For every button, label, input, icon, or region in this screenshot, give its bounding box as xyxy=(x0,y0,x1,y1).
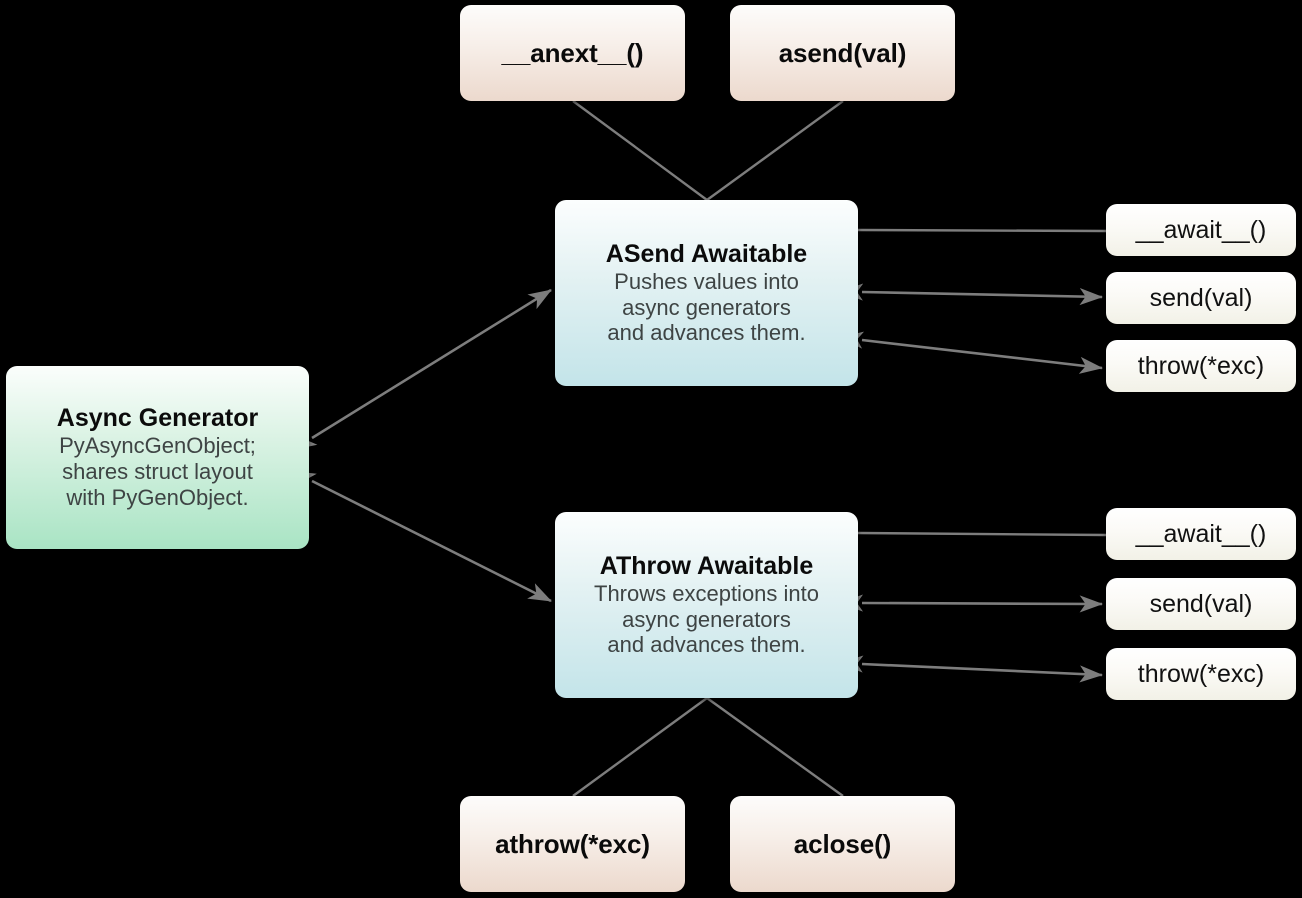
node-asend-throw-label: throw(*exc) xyxy=(1137,351,1265,380)
edge-asend-awaitable-to-await xyxy=(857,228,1107,233)
node-asend-label: asend(val) xyxy=(778,37,907,68)
node-asend-awaitable-title: ASend Awaitable xyxy=(605,239,808,268)
node-asend[interactable]: asend(val) xyxy=(730,5,955,101)
node-athrow-send[interactable]: send(val) xyxy=(1106,578,1296,630)
node-athrow-await-label: __await__() xyxy=(1135,519,1267,548)
edge-anext-to-asend-awaitable xyxy=(572,100,708,201)
edge-async-generator-to-asend-awaitable xyxy=(292,288,552,450)
node-athrow-await[interactable]: __await__() xyxy=(1106,508,1296,560)
edge-asend-awaitable-to-send xyxy=(839,283,1104,306)
node-async-generator[interactable]: Async Generator PyAsyncGenObject; shares… xyxy=(6,366,309,549)
node-asend-send-label: send(val) xyxy=(1149,283,1253,312)
node-anext[interactable]: __anext__() xyxy=(460,5,685,101)
edge-aclose-to-athrow-awaitable xyxy=(706,697,844,797)
node-asend-awaitable[interactable]: ASend Awaitable Pushes values into async… xyxy=(555,200,858,386)
node-athrow-awaitable-title: AThrow Awaitable xyxy=(599,551,814,580)
node-athrow-awaitable[interactable]: AThrow Awaitable Throws exceptions into … xyxy=(555,512,858,698)
node-async-generator-title: Async Generator xyxy=(56,404,259,433)
node-aclose[interactable]: aclose() xyxy=(730,796,955,892)
node-aclose-label: aclose() xyxy=(793,828,892,859)
edge-async-generator-to-athrow-awaitable xyxy=(292,470,552,603)
node-athrow-awaitable-description: Throws exceptions into async generators … xyxy=(594,580,819,658)
node-asend-awaitable-description: Pushes values into async generators and … xyxy=(607,268,806,346)
node-asend-await-label: __await__() xyxy=(1135,215,1267,244)
edge-athrow-awaitable-to-send xyxy=(839,594,1104,613)
edge-athrow-to-athrow-awaitable xyxy=(572,697,708,797)
node-anext-label: __anext__() xyxy=(501,37,644,68)
edge-athrow-awaitable-to-throw xyxy=(839,655,1104,683)
node-athrow[interactable]: athrow(*exc) xyxy=(460,796,685,892)
node-athrow-send-label: send(val) xyxy=(1149,589,1253,618)
node-athrow-throw[interactable]: throw(*exc) xyxy=(1106,648,1296,700)
edge-asend-to-asend-awaitable xyxy=(706,100,844,201)
node-athrow-throw-label: throw(*exc) xyxy=(1137,659,1265,688)
edge-asend-awaitable-to-throw xyxy=(839,331,1104,374)
node-athrow-label: athrow(*exc) xyxy=(495,828,650,859)
node-async-generator-description: PyAsyncGenObject; shares struct layout w… xyxy=(59,433,256,510)
edge-athrow-awaitable-to-await xyxy=(857,531,1107,537)
node-asend-await[interactable]: __await__() xyxy=(1106,204,1296,256)
node-asend-throw[interactable]: throw(*exc) xyxy=(1106,340,1296,392)
node-asend-send[interactable]: send(val) xyxy=(1106,272,1296,324)
